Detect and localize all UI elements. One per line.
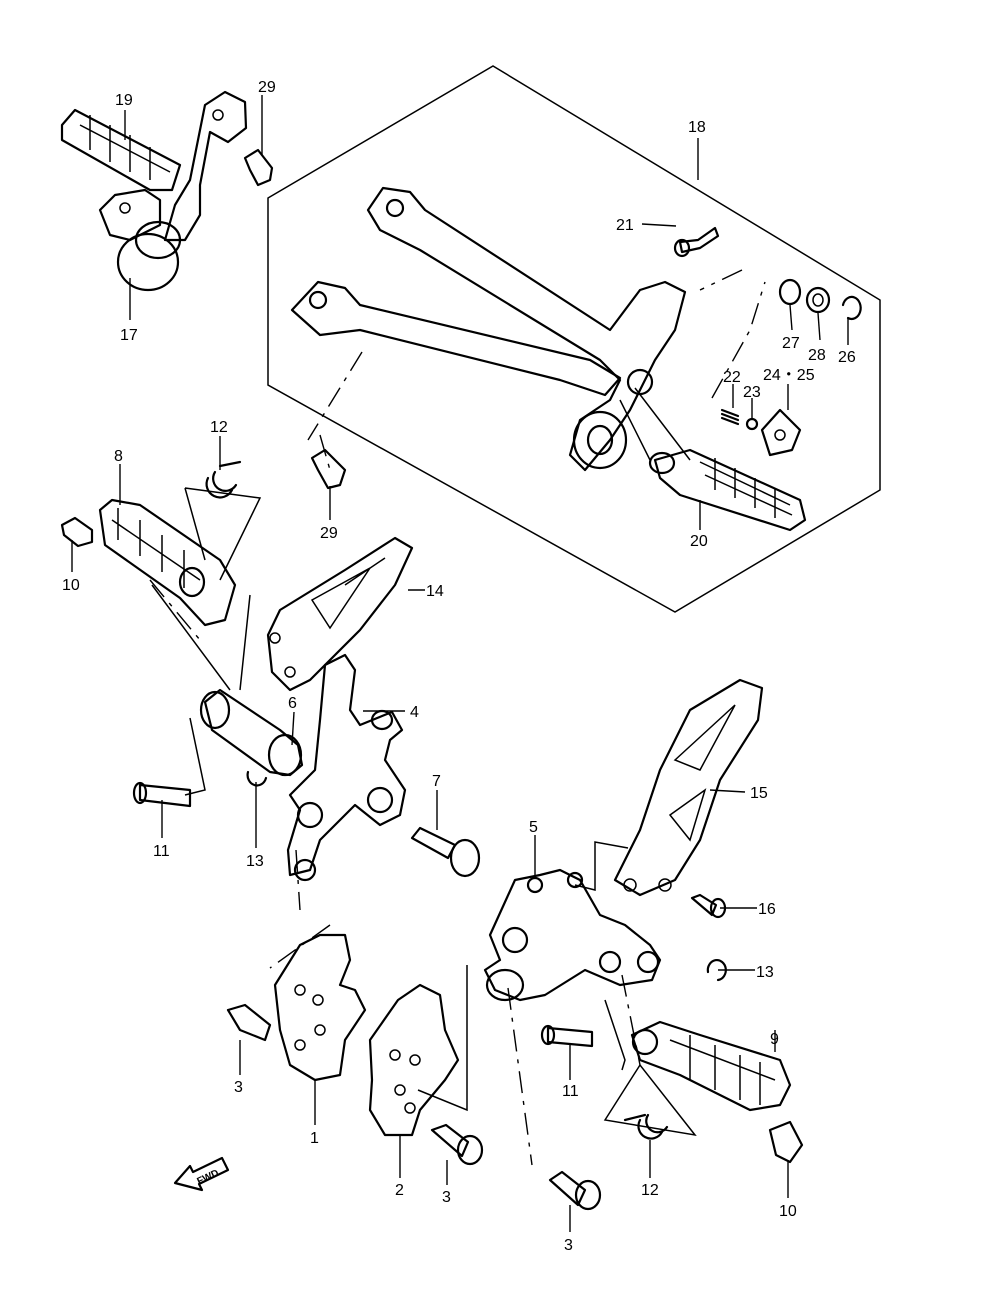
footrest-19-drawing bbox=[60, 90, 248, 292]
ball-23-drawing bbox=[745, 417, 759, 431]
callout-16: 16 bbox=[758, 901, 776, 918]
forward-direction-arrow: FWD bbox=[173, 1156, 230, 1192]
callout-3-middle: 3 bbox=[442, 1189, 451, 1206]
holder-6-drawing bbox=[199, 688, 304, 777]
callout-19: 19 bbox=[115, 92, 133, 109]
rear-footpeg-drawing bbox=[648, 448, 807, 532]
screw-16-drawing bbox=[690, 893, 727, 919]
callout-9: 9 bbox=[770, 1031, 779, 1048]
callout-28: 28 bbox=[808, 347, 826, 364]
callout-29-rear: 29 bbox=[320, 525, 338, 542]
washer-28-drawing bbox=[805, 286, 831, 314]
washer-27-drawing bbox=[778, 278, 802, 306]
plate-1-drawing bbox=[273, 933, 367, 1082]
callout-8: 8 bbox=[114, 448, 123, 465]
clip-13-right-drawing bbox=[706, 958, 727, 982]
rear-footrest-assembly-box bbox=[267, 65, 881, 613]
bolt-7-drawing bbox=[410, 826, 481, 878]
callout-12-right: 12 bbox=[641, 1182, 659, 1199]
callout-20: 20 bbox=[690, 533, 708, 550]
bolt-29-rear-drawing bbox=[310, 448, 347, 490]
callout-4: 4 bbox=[410, 704, 419, 721]
rubber-10-right-drawing bbox=[768, 1120, 804, 1164]
callout-5: 5 bbox=[529, 819, 538, 836]
callout-15: 15 bbox=[750, 785, 768, 802]
callout-17: 17 bbox=[120, 327, 138, 344]
rubber-10-left-drawing bbox=[60, 516, 94, 548]
pin-11-right-drawing bbox=[540, 1024, 594, 1048]
callout-14: 14 bbox=[426, 583, 444, 600]
callout-11-right: 11 bbox=[562, 1083, 579, 1100]
plate-24-25-drawing bbox=[760, 408, 802, 457]
front-right-bracket-5-drawing bbox=[483, 868, 662, 1002]
callout-24-25: 24・25 bbox=[763, 367, 815, 384]
callout-13-left: 13 bbox=[246, 853, 264, 870]
callout-10-right: 10 bbox=[779, 1203, 797, 1220]
front-left-bracket-4-drawing bbox=[286, 653, 407, 882]
callout-2: 2 bbox=[395, 1182, 404, 1199]
callout-6: 6 bbox=[288, 695, 297, 712]
bolt-3-left-drawing bbox=[226, 1003, 272, 1042]
rear-footrest-bracket-drawing bbox=[290, 186, 687, 472]
front-right-footpeg-9-drawing bbox=[630, 1020, 792, 1112]
callout-3-right: 3 bbox=[564, 1237, 573, 1254]
heel-guard-15-drawing bbox=[613, 678, 764, 897]
callout-11-left: 11 bbox=[153, 843, 170, 860]
callout-21: 21 bbox=[616, 217, 634, 234]
callout-22: 22 bbox=[723, 369, 741, 386]
callout-27: 27 bbox=[782, 335, 800, 352]
clip-13-left-drawing bbox=[246, 770, 268, 787]
leader-lines bbox=[71, 95, 849, 1232]
front-left-footpeg-8-drawing bbox=[98, 498, 237, 627]
bolt-3-middle-drawing bbox=[430, 1123, 484, 1166]
callout-7: 7 bbox=[432, 773, 441, 790]
callout-1: 1 bbox=[310, 1130, 319, 1147]
callout-3-left: 3 bbox=[234, 1079, 243, 1096]
callout-12-left: 12 bbox=[210, 419, 228, 436]
callout-18: 18 bbox=[688, 119, 706, 136]
bolt-29-top-drawing bbox=[243, 148, 274, 187]
callout-26: 26 bbox=[838, 349, 856, 366]
spring-22-drawing bbox=[720, 408, 740, 426]
callout-23: 23 bbox=[743, 384, 761, 401]
pin-21-drawing bbox=[673, 226, 720, 258]
bolt-3-right-drawing bbox=[548, 1170, 602, 1211]
heel-guard-14-drawing bbox=[266, 536, 414, 692]
callout-10-left: 10 bbox=[62, 577, 80, 594]
clip-26-drawing bbox=[841, 295, 862, 321]
plate-2-drawing bbox=[368, 983, 460, 1137]
callout-13-right: 13 bbox=[756, 964, 774, 981]
callout-29-top: 29 bbox=[258, 79, 276, 96]
pin-11-left-drawing bbox=[132, 781, 192, 808]
